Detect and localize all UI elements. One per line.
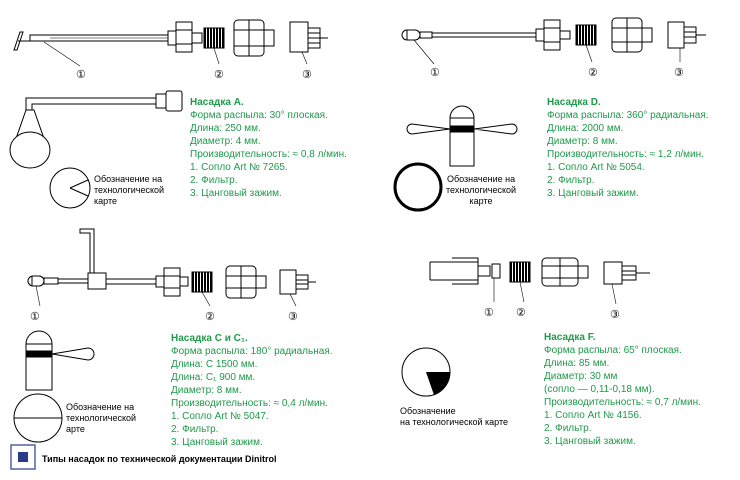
note-line: технологической <box>446 185 517 195</box>
callout-a-2: ② <box>214 69 224 81</box>
nozzle-f-title: Насадка F. <box>544 332 596 343</box>
callouts-f: ① ② ③ <box>484 307 620 321</box>
callout-d-2: ② <box>588 67 598 79</box>
logo-icon <box>10 444 36 470</box>
callouts-d: ① ② ③ <box>430 67 684 79</box>
spec-line: Длина: 250 мм. <box>190 123 261 134</box>
nozzle-a-specs: Насадка A. Форма распыла: 30° плоская. Д… <box>190 96 347 200</box>
spec-line: Производительность: ≈ 1,2 л/мин. <box>547 149 704 160</box>
callout-c-1: ① <box>30 311 40 323</box>
spec-line: 3. Цанговый зажим. <box>190 188 282 199</box>
callouts-c: ① ② ③ <box>30 311 298 323</box>
spec-line: Диаметр: 8 мм. <box>171 385 242 396</box>
nozzle-d-specs: Насадка D. Форма распыла: 360° радиальна… <box>547 96 709 200</box>
spec-line: 1. Сопло Art № 5054. <box>547 162 645 173</box>
spec-line: Длина: 85 мм. <box>544 358 610 369</box>
nozzle-d-assembly <box>401 17 706 65</box>
spec-line: Длина: C₁ 900 мм. <box>171 372 256 383</box>
nozzle-c-spray-illustration <box>25 330 95 391</box>
note-line: арте <box>66 424 85 434</box>
note-line: на технологической карте <box>400 417 508 427</box>
note-line: технологической <box>94 185 165 195</box>
note-line: карте <box>94 196 117 206</box>
callout-d-1: ① <box>430 67 440 79</box>
nozzle-f-specs: Насадка F. Форма распыла: 65° плоская. Д… <box>544 331 701 448</box>
spec-line: 1. Сопло Art № 7265. <box>190 162 288 173</box>
nozzle-d-symbol-note: Обозначение на технологической карте <box>446 174 516 207</box>
nozzle-c-symbol <box>13 393 63 443</box>
callouts-a: ① ② ③ <box>76 69 312 81</box>
spec-line: 2. Фильтр. <box>544 423 592 434</box>
spec-line: 1. Сопло Art № 4156. <box>544 410 642 421</box>
nozzle-d-symbol <box>393 162 443 212</box>
spec-line: Диаметр: 30 мм <box>544 371 618 382</box>
nozzle-f-assembly <box>429 257 650 305</box>
callout-c-2: ② <box>205 311 215 323</box>
spec-line: 3. Цанговый зажим. <box>547 188 639 199</box>
spec-line: Форма распыла: 65° плоская. <box>544 345 682 356</box>
spec-line: Длина: C 1500 мм. <box>171 359 258 370</box>
spec-line: Производительность: ≈ 0,7 л/мин. <box>544 397 701 408</box>
nozzle-f-symbol-note: Обозначение на технологической карте <box>400 406 508 428</box>
callout-a-1: ① <box>76 69 86 81</box>
nozzle-f-symbol <box>401 347 451 397</box>
spec-line: Производительность: ≈ 0,8 л/мин. <box>190 149 347 160</box>
spec-line: 2. Фильтр. <box>171 424 219 435</box>
spec-line: Форма распыла: 30° плоская. <box>190 110 328 121</box>
spec-line: 3. Цанговый зажим. <box>171 437 263 448</box>
callout-d-3: ③ <box>674 67 684 79</box>
callout-f-2: ② <box>516 307 526 319</box>
spec-line: 2. Фильтр. <box>547 175 595 186</box>
spec-line: Форма распыла: 360° радиальная. <box>547 110 709 121</box>
nozzle-a-symbol <box>49 167 91 209</box>
note-line: Обозначение на <box>66 402 135 412</box>
note-line: Обозначение на <box>446 174 516 184</box>
callout-c-3: ③ <box>288 311 298 323</box>
note-line: карте <box>469 196 493 206</box>
spec-line: Производительность: ≈ 0,4 л/мин. <box>171 398 328 409</box>
nozzle-a-symbol-note: Обозначение на технологической карте <box>94 174 164 207</box>
figure-caption: Типы насадок по технической документации… <box>42 454 277 464</box>
nozzle-c-symbol-note: Обозначение на технологической арте <box>66 402 136 435</box>
nozzle-c-specs: Насадка C и C₁. Форма распыла: 180° ради… <box>171 332 333 449</box>
nozzle-a-title: Насадка A. <box>190 97 244 108</box>
spec-line: Диаметр: 4 мм. <box>190 136 261 147</box>
spec-line: 1. Сопло Art № 5047. <box>171 411 269 422</box>
note-line: технологической <box>66 413 137 423</box>
note-line: Обозначение <box>400 406 456 416</box>
spec-line: Длина: 2000 мм. <box>547 123 624 134</box>
spec-line: Форма распыла: 180° радиальная. <box>171 346 333 357</box>
nozzle-c-title: Насадка C и C₁. <box>171 333 248 344</box>
callout-f-1: ① <box>484 307 494 319</box>
spec-line: (сопло — 0,11-0,18 мм). <box>544 384 655 395</box>
spec-line: 3. Цанговый зажим. <box>544 436 636 447</box>
nozzle-d-spray-illustration <box>406 105 518 167</box>
callout-f-3: ③ <box>610 309 620 321</box>
nozzle-d-title: Насадка D. <box>547 97 601 108</box>
spec-line: 2. Фильтр. <box>190 175 238 186</box>
nozzle-a-spray-illustration <box>9 90 183 169</box>
nozzle-a-assembly <box>13 19 328 67</box>
nozzle-c-assembly <box>27 228 316 307</box>
callout-a-3: ③ <box>302 69 312 81</box>
note-line: Обозначение на <box>94 174 163 184</box>
spec-line: Диаметр: 8 мм. <box>547 136 618 147</box>
